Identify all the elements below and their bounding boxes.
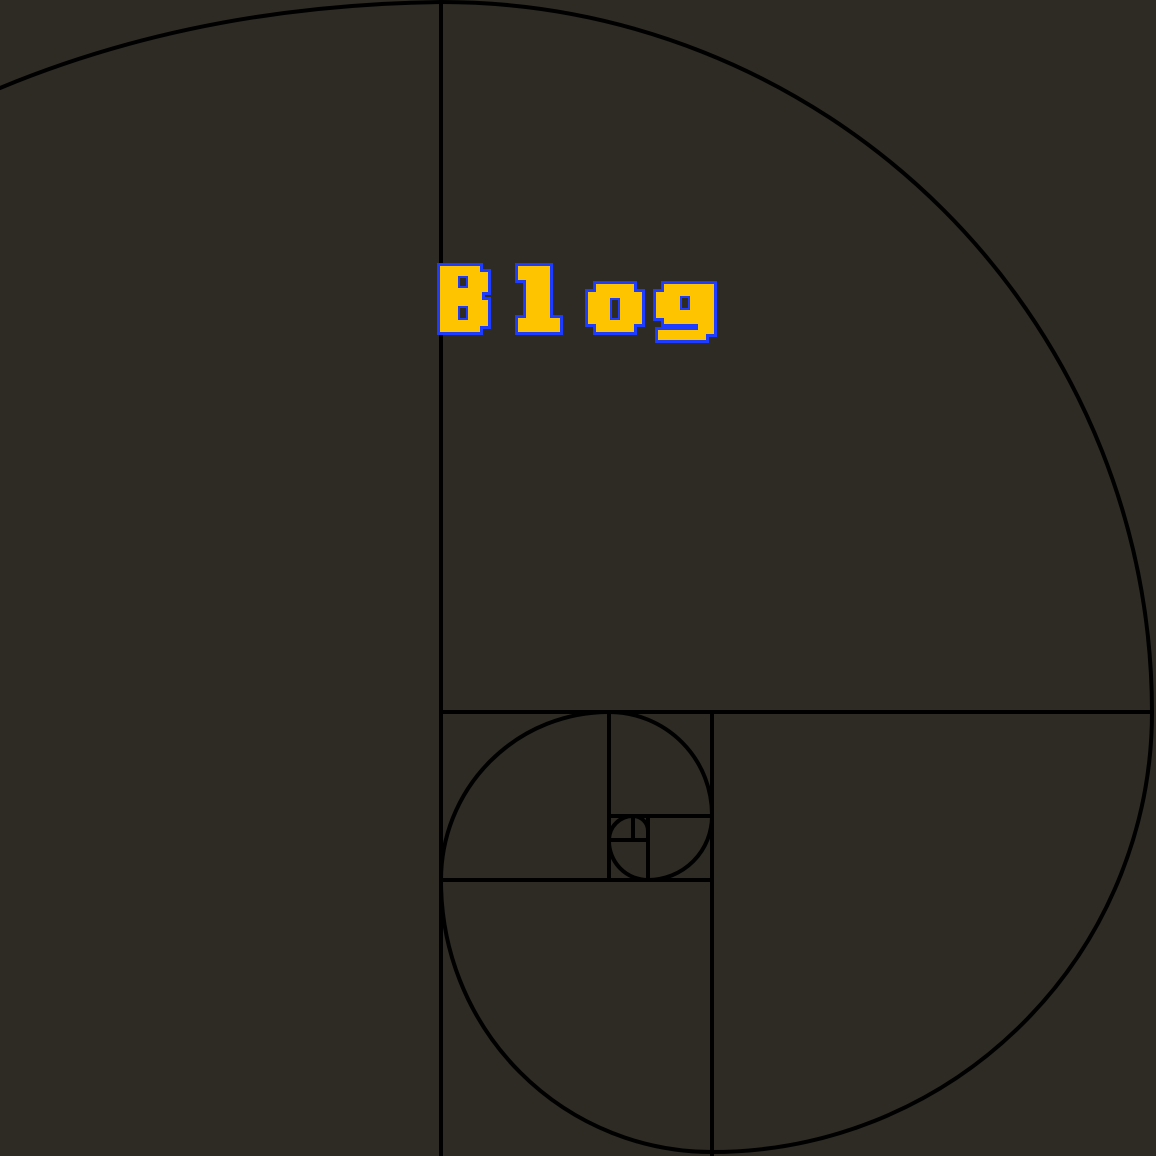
spiral-arc xyxy=(438,877,715,1155)
spiral-arc xyxy=(606,709,715,819)
spiral-arc xyxy=(606,837,651,883)
spiral-arc xyxy=(709,709,1155,1155)
blog-title: Blog xyxy=(436,262,720,344)
spiral-arc xyxy=(438,0,1155,715)
spiral-arc xyxy=(0,0,444,91)
pixel-blog-wordmark xyxy=(437,263,717,343)
spiral-arc xyxy=(606,813,636,843)
spiral-arc xyxy=(438,709,612,883)
spiral-arc xyxy=(645,813,715,883)
spiral-arc xyxy=(630,813,651,834)
